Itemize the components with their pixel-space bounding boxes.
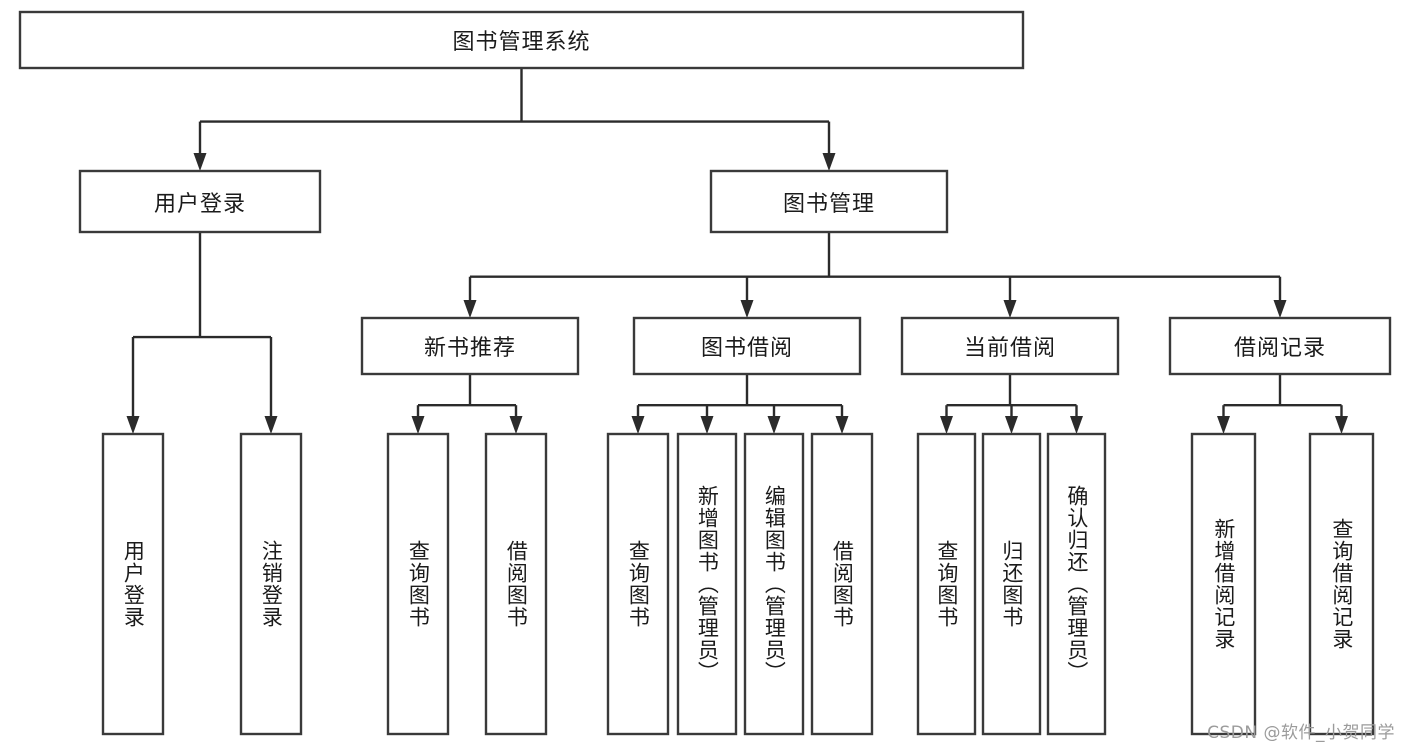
node-box-root[interactable] <box>18 10 1025 70</box>
arrow-head-icon <box>631 416 645 434</box>
arrow-head-icon <box>411 416 425 434</box>
arrow-head-icon <box>700 416 714 434</box>
arrow-head-icon <box>822 153 836 171</box>
arrow-head-icon <box>126 416 140 434</box>
arrow-head-icon <box>1217 416 1230 434</box>
node-box-leaf-edit-book[interactable] <box>743 432 805 736</box>
arrow-head-icon <box>835 416 849 434</box>
arrow-head-icon <box>1005 416 1018 434</box>
arrow-head-icon <box>1335 416 1348 434</box>
arrow-head-icon <box>463 300 477 318</box>
arrow-head-icon <box>940 416 953 434</box>
node-box-leaf-add-borrow-record[interactable] <box>1190 432 1257 736</box>
arrow-head-icon <box>509 416 523 434</box>
arrow-head-icon <box>193 153 207 171</box>
node-box-new-book-recommend[interactable] <box>360 316 580 376</box>
box-layer <box>18 10 1392 736</box>
node-box-leaf-confirm-return[interactable] <box>1046 432 1107 736</box>
node-box-leaf-logout[interactable] <box>239 432 303 736</box>
node-box-leaf-query-book-borrow[interactable] <box>606 432 670 736</box>
node-box-borrow-record[interactable] <box>1168 316 1392 376</box>
node-box-leaf-query-borrow-record[interactable] <box>1308 432 1375 736</box>
node-box-book-borrow[interactable] <box>632 316 862 376</box>
node-box-book-manage[interactable] <box>709 169 949 234</box>
node-box-leaf-borrow-book-recommend[interactable] <box>484 432 548 736</box>
arrow-head-icon <box>1273 300 1287 318</box>
arrow-head-icon <box>767 416 781 434</box>
arrow-head-icon <box>264 416 278 434</box>
node-box-leaf-borrow-book[interactable] <box>810 432 874 736</box>
arrow-head-icon <box>1003 300 1017 318</box>
arrow-head-icon <box>1070 416 1083 434</box>
node-box-current-borrow[interactable] <box>900 316 1120 376</box>
arrow-head-icon <box>740 300 754 318</box>
node-box-leaf-query-book-current[interactable] <box>916 432 977 736</box>
node-box-leaf-return-book[interactable] <box>981 432 1042 736</box>
connector-layer <box>126 68 1348 434</box>
node-box-leaf-query-book-recommend[interactable] <box>386 432 450 736</box>
node-box-leaf-user-login[interactable] <box>101 432 165 736</box>
node-box-user-login[interactable] <box>78 169 322 234</box>
node-box-leaf-add-book[interactable] <box>676 432 738 736</box>
